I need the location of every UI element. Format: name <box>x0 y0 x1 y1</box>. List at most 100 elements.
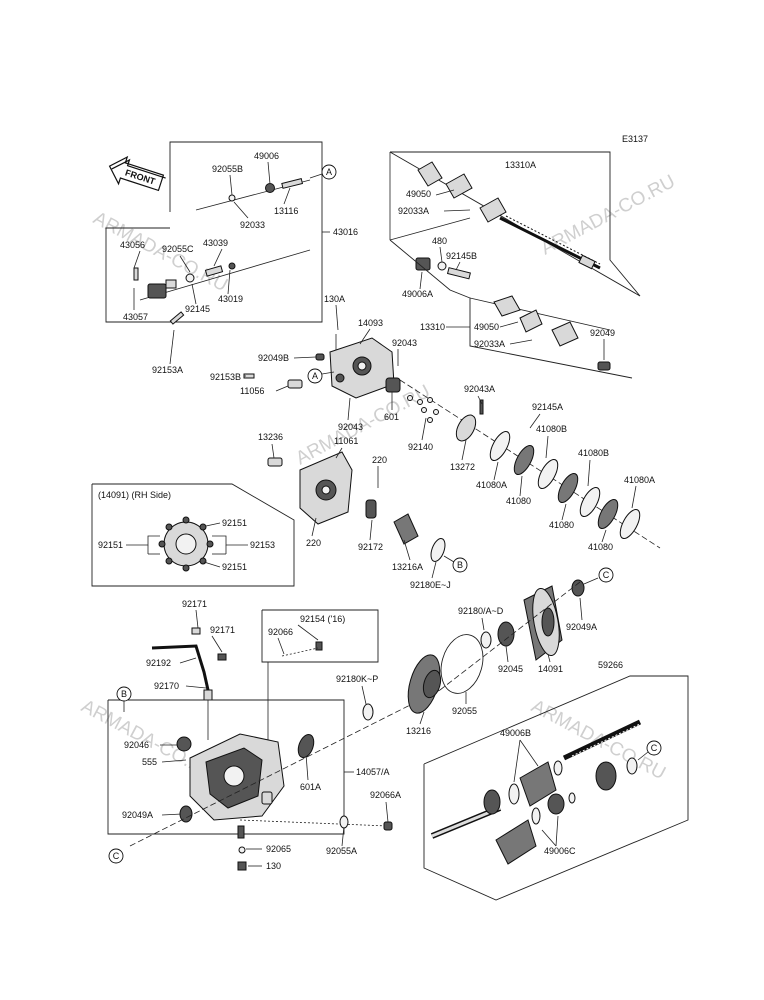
part-label: 92033A <box>398 206 429 216</box>
part-label: 92145B <box>446 251 477 261</box>
bearing <box>497 621 515 647</box>
part-label: 59266 <box>598 660 623 670</box>
part-label: 13216A <box>392 562 423 572</box>
part-label: 92154 ('16) <box>300 614 345 624</box>
part-label: 601A <box>300 782 321 792</box>
part-label: 92066 <box>268 627 293 637</box>
clutch-housing <box>455 399 484 442</box>
part-label: 220 <box>372 455 387 465</box>
part-label: 92140 <box>408 442 433 452</box>
part-label: 92043 <box>338 422 363 432</box>
bolt <box>237 861 247 871</box>
part-label: 92153A <box>152 365 183 375</box>
svg-text:B: B <box>457 560 463 570</box>
svg-text:B: B <box>121 689 127 699</box>
part-label: 13116 <box>274 206 298 216</box>
part-label: 92153 <box>250 540 275 550</box>
part-label: 92045 <box>498 664 523 674</box>
part-label: 92171 <box>182 599 207 609</box>
part-label: 92145 <box>185 304 210 314</box>
part-label: 130A <box>324 294 345 304</box>
breather-hose <box>151 627 227 740</box>
part-label: 92046 <box>124 740 149 750</box>
group-outline-14057 <box>107 699 345 835</box>
ref-c-marker: C <box>583 567 614 585</box>
part-label: 49050 <box>406 189 431 199</box>
part-label: 49006C <box>544 846 576 856</box>
part-label: 92145A <box>532 402 563 412</box>
o-ring <box>437 261 447 271</box>
shift-lever <box>133 262 236 299</box>
o-ring <box>228 194 236 202</box>
svg-text:A: A <box>326 167 332 177</box>
part-label: 601 <box>384 412 399 422</box>
part-label: 92172 <box>358 542 383 552</box>
rh-side-note: (14091) (RH Side) <box>98 490 171 500</box>
diagram-code: E3137 <box>622 134 648 144</box>
drive-shaft <box>430 719 642 865</box>
part-label: 92033 <box>240 220 265 230</box>
ref-c-marker: C <box>108 848 124 864</box>
svg-text:C: C <box>651 743 658 753</box>
part-label: 130 <box>266 861 281 871</box>
part-label: 43019 <box>218 294 243 304</box>
part-label: 92065 <box>266 844 291 854</box>
part-label: 92049A <box>566 622 597 632</box>
ref-b-marker: B <box>443 555 468 573</box>
part-label: 220 <box>306 538 321 548</box>
part-label: 14057/A <box>356 767 390 777</box>
part-label: 13272 <box>450 462 475 472</box>
part-label: 92049 <box>590 328 615 338</box>
part-label: 49006 <box>254 151 279 161</box>
shim <box>430 538 446 562</box>
part-label: 43016 <box>333 227 358 237</box>
part-label: 92055B <box>212 164 243 174</box>
part-label: 49006B <box>500 728 531 738</box>
part-label: 92192 <box>146 658 171 668</box>
case-cover-11061 <box>267 451 419 545</box>
gear-case-cover <box>243 337 401 399</box>
part-label: 13216 <box>406 726 431 736</box>
part-label: 13310A <box>505 160 536 170</box>
part-label: 92055 <box>452 706 477 716</box>
part-label: 92049A <box>122 810 153 820</box>
group-outline-43016 <box>105 141 323 323</box>
differential-gear-inset <box>158 516 214 572</box>
part-label: 13310 <box>420 322 445 332</box>
part-label: 13236 <box>258 432 283 442</box>
part-label: 92171 <box>210 625 235 635</box>
seal <box>571 579 585 597</box>
part-label: 43056 <box>120 240 145 250</box>
gasket <box>339 815 349 829</box>
part-label: 41080A <box>624 475 655 485</box>
pin <box>281 178 304 189</box>
part-label: 92033A <box>474 339 505 349</box>
part-label: 41080A <box>476 480 507 490</box>
part-label: 41080 <box>506 496 531 506</box>
part-label: 480 <box>432 236 447 246</box>
differential-housing <box>176 733 285 839</box>
watermark: ARMADA-CO.RU <box>90 208 231 296</box>
shim <box>362 703 374 721</box>
washer <box>238 846 246 854</box>
svg-text:A: A <box>312 371 318 381</box>
differential-case-14091 <box>523 585 563 661</box>
part-label: 43039 <box>203 238 228 248</box>
part-label: 14091 <box>538 664 563 674</box>
drain-plug <box>383 821 393 831</box>
shim <box>480 631 492 649</box>
part-label: 92055C <box>162 244 194 254</box>
svg-text:C: C <box>603 570 610 580</box>
clutch-discs <box>489 430 641 540</box>
part-label: 92151 <box>222 562 247 572</box>
seal <box>265 183 275 193</box>
part-label: 92055A <box>326 846 357 856</box>
ref-b-marker: B <box>116 686 132 712</box>
part-label: 92043A <box>464 384 495 394</box>
seal <box>297 733 315 759</box>
ref-a-marker: A <box>309 164 337 180</box>
part-label: 11061 <box>334 436 358 446</box>
ref-a-marker: A <box>307 368 335 384</box>
part-label: 43057 <box>123 312 148 322</box>
ref-c-marker: C <box>637 740 662 761</box>
